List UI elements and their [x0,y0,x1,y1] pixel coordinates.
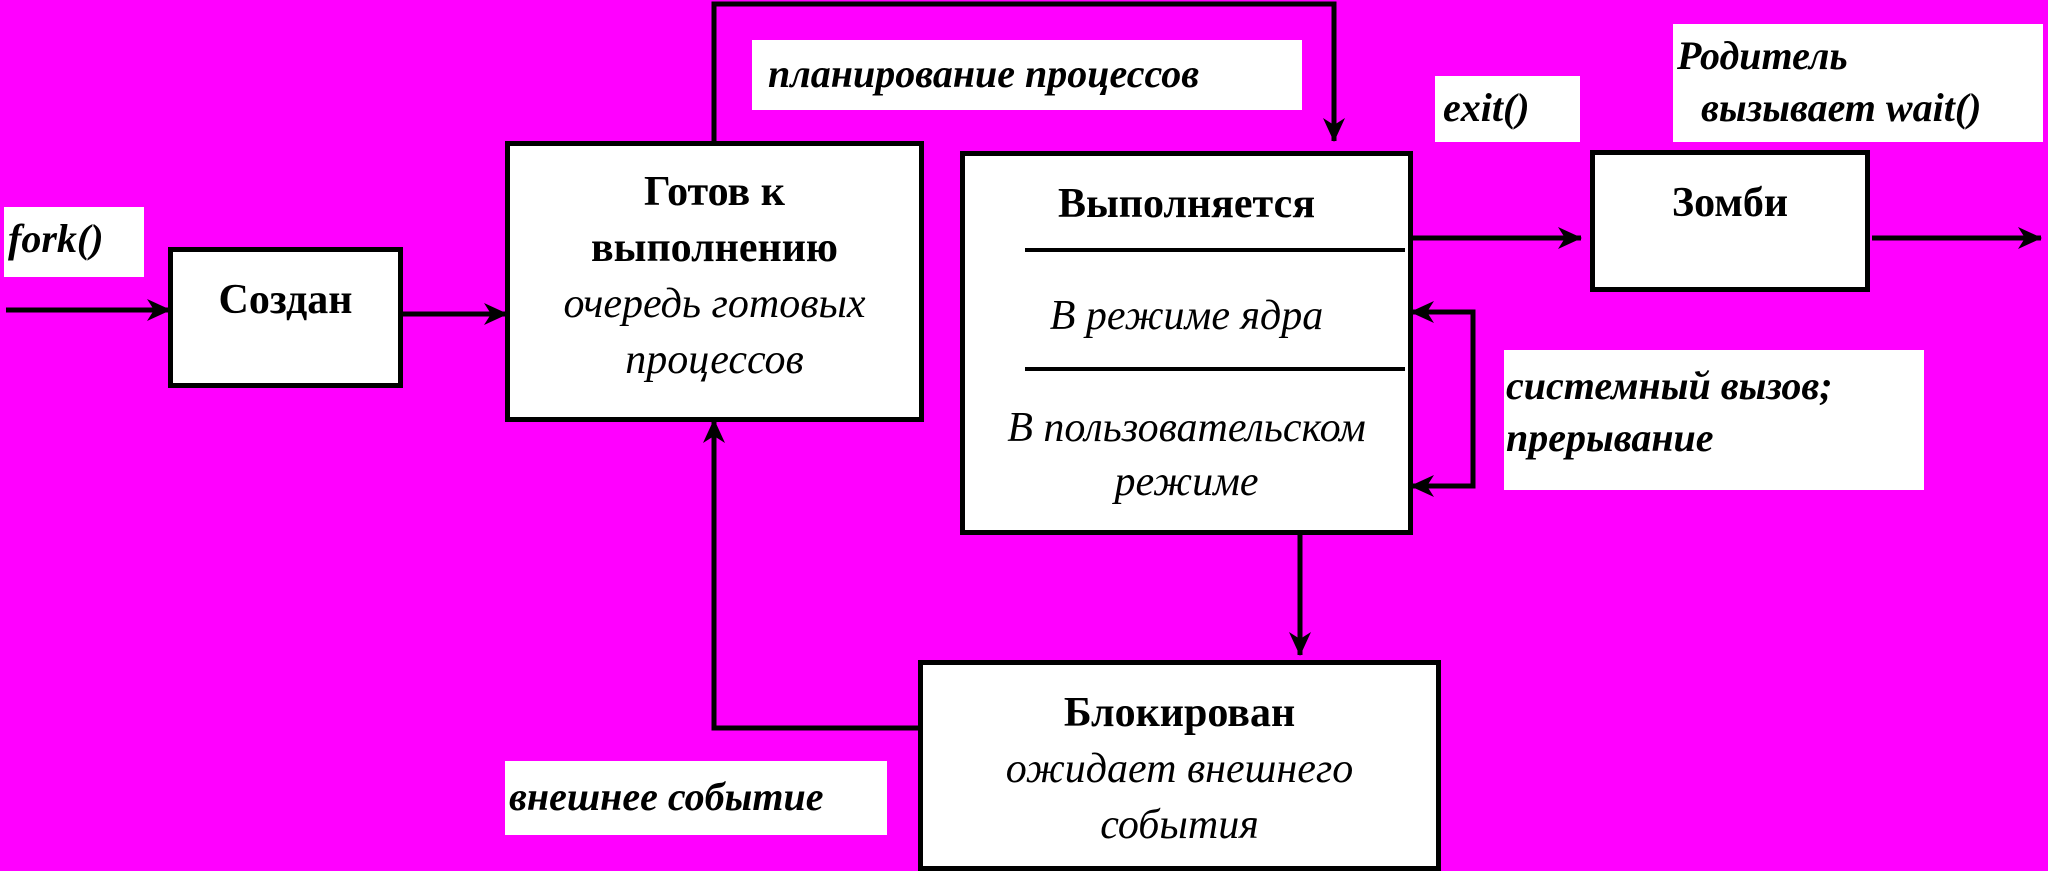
state-running-user-mode-line1: В пользовательском [1007,405,1366,451]
state-ready-sub-line2: процессов [625,337,804,383]
label-parent-wait-line2: вызывает wait() [1701,85,1982,130]
running-divider-bottom [1025,367,1405,371]
state-ready: Готов к выполнению очередь готовых проце… [505,141,924,422]
state-created: Создан [168,247,403,388]
label-syscall-interrupt: системный вызов; прерывание [1504,350,1924,490]
state-blocked-title: Блокирован [1063,690,1296,736]
state-ready-sub-line1: очередь готовых [563,281,866,327]
arrow-kernel-to-user [1410,309,1476,497]
state-zombie: Зомби [1590,150,1870,292]
state-created-title: Создан [218,277,353,323]
label-parent-wait-line1: Родитель [1677,33,1848,78]
state-ready-title-line1: Готов к [644,169,785,215]
arrow-user-to-kernel [1410,301,1476,489]
state-blocked: Блокирован ожидает внешнего события [918,660,1441,871]
label-fork: fork() [4,207,144,277]
state-blocked-sub-line2: события [1100,802,1259,848]
label-external-event: внешнее событие [505,761,887,835]
state-ready-title-line2: выполнению [590,225,839,271]
arrow-blocked-to-ready [703,419,920,731]
label-syscall-line1: системный вызов; [1506,363,1833,408]
label-syscall-line2: прерывание [1506,415,1714,460]
label-exit: exit() [1435,76,1580,142]
state-running: Выполняется В режиме ядра В пользователь… [960,151,1413,535]
arrow-ready-to-running-scheduling [711,1,1345,143]
running-divider-top [1025,248,1405,252]
state-running-title: Выполняется [1057,181,1316,227]
state-zombie-title: Зомби [1671,180,1789,226]
state-blocked-sub-line1: ожидает внешнего [1005,746,1354,792]
label-scheduling: планирование процессов [752,40,1302,110]
state-running-user-mode-line2: режиме [1114,459,1259,505]
state-running-kernel-mode: В режиме ядра [1049,293,1324,339]
label-parent-wait: Родитель вызывает wait() [1673,24,2043,142]
